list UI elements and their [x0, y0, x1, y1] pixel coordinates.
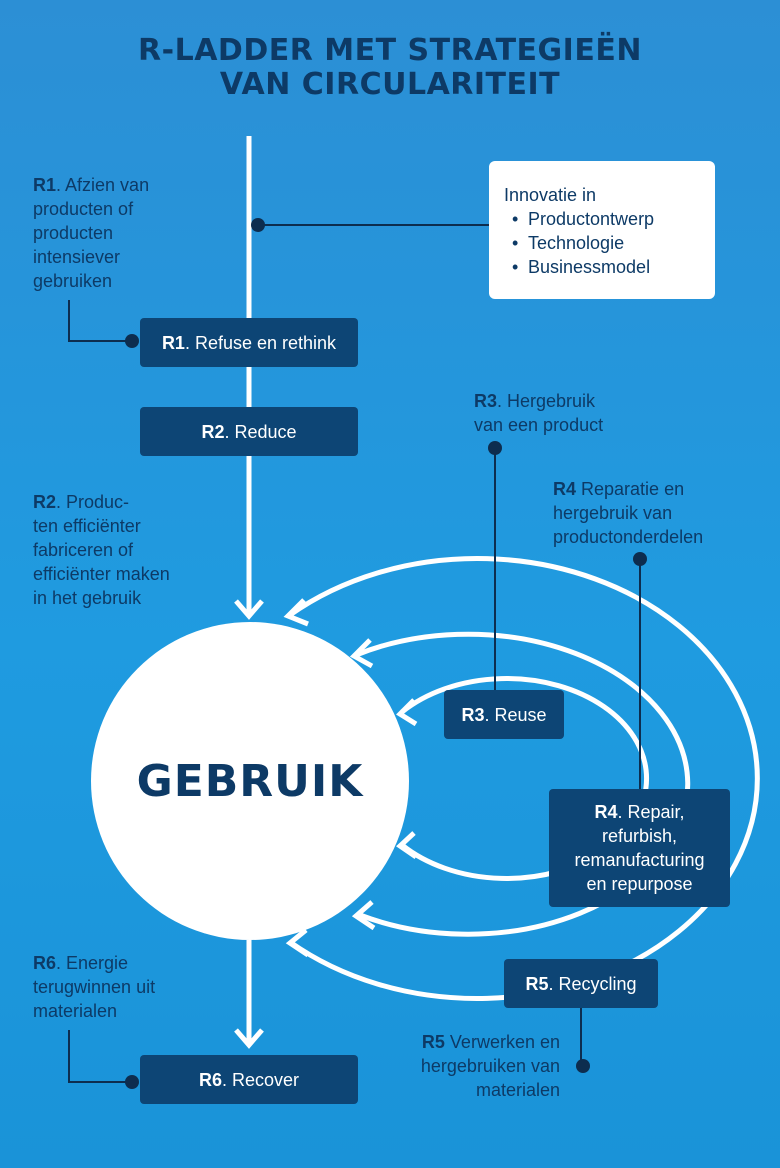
r3-connector-dot [488, 441, 502, 455]
r5-note: R5 Verwerken en hergebruiken van materia… [380, 1030, 560, 1102]
diagram-title: R-LADDER MET STRATEGIEËN VAN CIRCULARITE… [0, 34, 780, 102]
r5-loop-arc [288, 556, 760, 1001]
r2-note-line: fabriceren of [33, 540, 134, 560]
r6-note-line: terugwinnen uit [33, 977, 156, 997]
r4-box-label: . Repair, [617, 802, 685, 822]
r5-box: R5. Recycling [504, 959, 658, 1008]
r4-box-code: R4 [594, 802, 618, 822]
r3-note: R3. Hergebruik van een product [474, 389, 603, 437]
r2-note: R2. Produc- ten efficiënter fabriceren o… [33, 490, 170, 610]
innovation-item: Businessmodel [512, 255, 715, 279]
r5-note-line: hergebruiken van [420, 1056, 560, 1076]
r2-note-code: R2 [33, 492, 57, 512]
r2-note-line: ten efficiënter [33, 516, 141, 536]
innovation-heading: Innovatie in [504, 185, 597, 205]
r1-box-code: R1 [161, 332, 185, 353]
r1-connector-dot [125, 334, 139, 348]
r6-connector-dot [125, 1075, 139, 1089]
r3-return-arrowhead-icon [396, 831, 418, 860]
r2-note-line: efficiënter maken [33, 564, 170, 584]
r6-note-line: materialen [33, 1001, 118, 1021]
r4-return-arrowhead-icon [351, 900, 376, 931]
r3-loop-arrowhead-icon [396, 698, 418, 727]
r6-note: R6. Energie terugwinnen uit materialen [33, 951, 155, 1023]
innovation-item: Productontwerp [512, 207, 715, 231]
r4-note-code: R4 [553, 479, 577, 499]
title-line-1: R-LADDER MET STRATEGIEËN [138, 33, 642, 68]
r3-note-line: van een product [474, 415, 604, 435]
r6-box-code: R6 [198, 1069, 222, 1090]
arrow-into-gebruik-icon [234, 599, 264, 620]
r4-loop-arrowhead-icon [349, 638, 374, 669]
r6-box: R6. Recover [140, 1055, 358, 1104]
r1-note-code: R1 [33, 175, 57, 195]
r1-box: R1. Refuse en rethink [140, 318, 358, 367]
r2-box-label: . Reduce [224, 421, 297, 442]
r4-connector-dot [633, 552, 647, 566]
r5-box-label: . Recycling [548, 973, 637, 994]
gebruik-circle: GEBRUIK [91, 622, 409, 940]
r4-note: R4 Reparatie en hergebruik van producton… [553, 477, 703, 549]
innovation-box: Innovatie in Productontwerp Technologie … [489, 161, 715, 299]
r3-box: R3. Reuse [444, 690, 564, 739]
r2-box: R2. Reduce [140, 407, 358, 456]
r1-note-line: producten [33, 223, 114, 243]
r5-box-code: R5 [525, 973, 549, 994]
innovation-connector-dot [251, 218, 265, 232]
r4-note-line: productonderdelen [553, 527, 704, 547]
r3-note-text: . Hergebruik [497, 391, 596, 411]
r5-note-text: Verwerken en [444, 1032, 560, 1052]
r2-box-code: R2 [201, 421, 225, 442]
r1-note: R1. Afzien van producten of producten in… [33, 173, 149, 293]
r3-box-label: . Reuse [484, 704, 547, 725]
r5-note-code: R5 [421, 1032, 445, 1052]
r1-note-text: . Afzien van [56, 175, 150, 195]
r4-box-line: remanufacturing [574, 850, 705, 870]
r3-box-code: R3 [461, 704, 485, 725]
r6-note-text: . Energie [56, 953, 129, 973]
r2-note-line: in het gebruik [33, 588, 142, 608]
r2-note-text: . Produc- [56, 492, 130, 512]
r5-connector-dot [576, 1059, 590, 1073]
r5-loop-arrowhead-icon [283, 598, 309, 627]
innovation-list: Productontwerp Technologie Businessmodel [504, 207, 715, 279]
r4-box: R4. Repair, refurbish, remanufacturing e… [549, 789, 730, 907]
gebruik-label: GEBRUIK [136, 755, 364, 807]
r4-note-line: hergebruik van [553, 503, 673, 523]
r4-note-text: Reparatie en [576, 479, 685, 499]
r5-return-arrowhead-icon [285, 928, 310, 958]
r1-note-line: gebruiken [33, 271, 113, 291]
arrow-into-recover-icon [234, 1028, 264, 1049]
r1-note-line: producten of [33, 199, 134, 219]
title-line-2: VAN CIRCULARITEIT [219, 67, 561, 102]
r1-note-line: intensiever [33, 247, 121, 267]
r4-box-line: refurbish, [601, 826, 678, 846]
r5-note-line: materialen [475, 1080, 560, 1100]
r4-box-line: en repurpose [586, 874, 693, 894]
r3-note-code: R3 [474, 391, 498, 411]
r6-box-label: . Recover [221, 1069, 300, 1090]
r1-box-label: . Refuse en rethink [184, 332, 337, 353]
r6-note-code: R6 [33, 953, 57, 973]
innovation-item: Technologie [512, 231, 715, 255]
